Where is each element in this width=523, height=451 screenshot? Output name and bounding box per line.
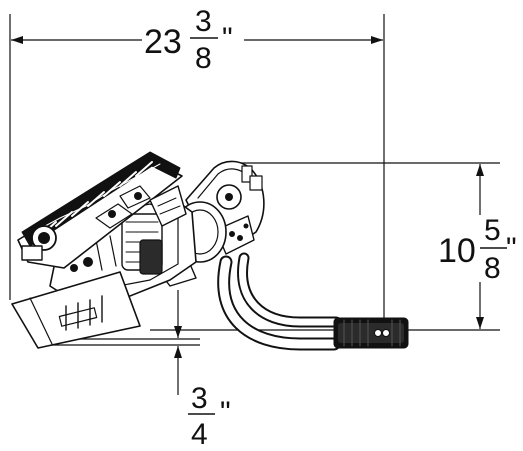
width-denominator: 8	[195, 42, 212, 75]
offset-unit: "	[220, 396, 231, 429]
width-unit: "	[222, 22, 233, 55]
height-unit: "	[506, 232, 517, 265]
offset-numerator: 3	[191, 382, 208, 415]
lower-arm	[217, 252, 342, 351]
height-dimension: 10 5 8 "	[150, 162, 517, 331]
tube-extension	[11, 271, 141, 349]
offset-dimension: 3 4 "	[40, 290, 231, 451]
height-denominator: 8	[484, 252, 501, 285]
tool-head	[17, 151, 187, 269]
machine-illustration	[11, 151, 409, 351]
width-numerator: 3	[195, 5, 212, 38]
width-dimension: 23 3 8 "	[9, 5, 385, 330]
handle-grip	[333, 317, 409, 349]
height-whole: 10	[438, 232, 476, 270]
height-numerator: 5	[484, 214, 501, 247]
offset-denominator: 4	[191, 418, 208, 451]
width-whole: 23	[144, 23, 182, 61]
